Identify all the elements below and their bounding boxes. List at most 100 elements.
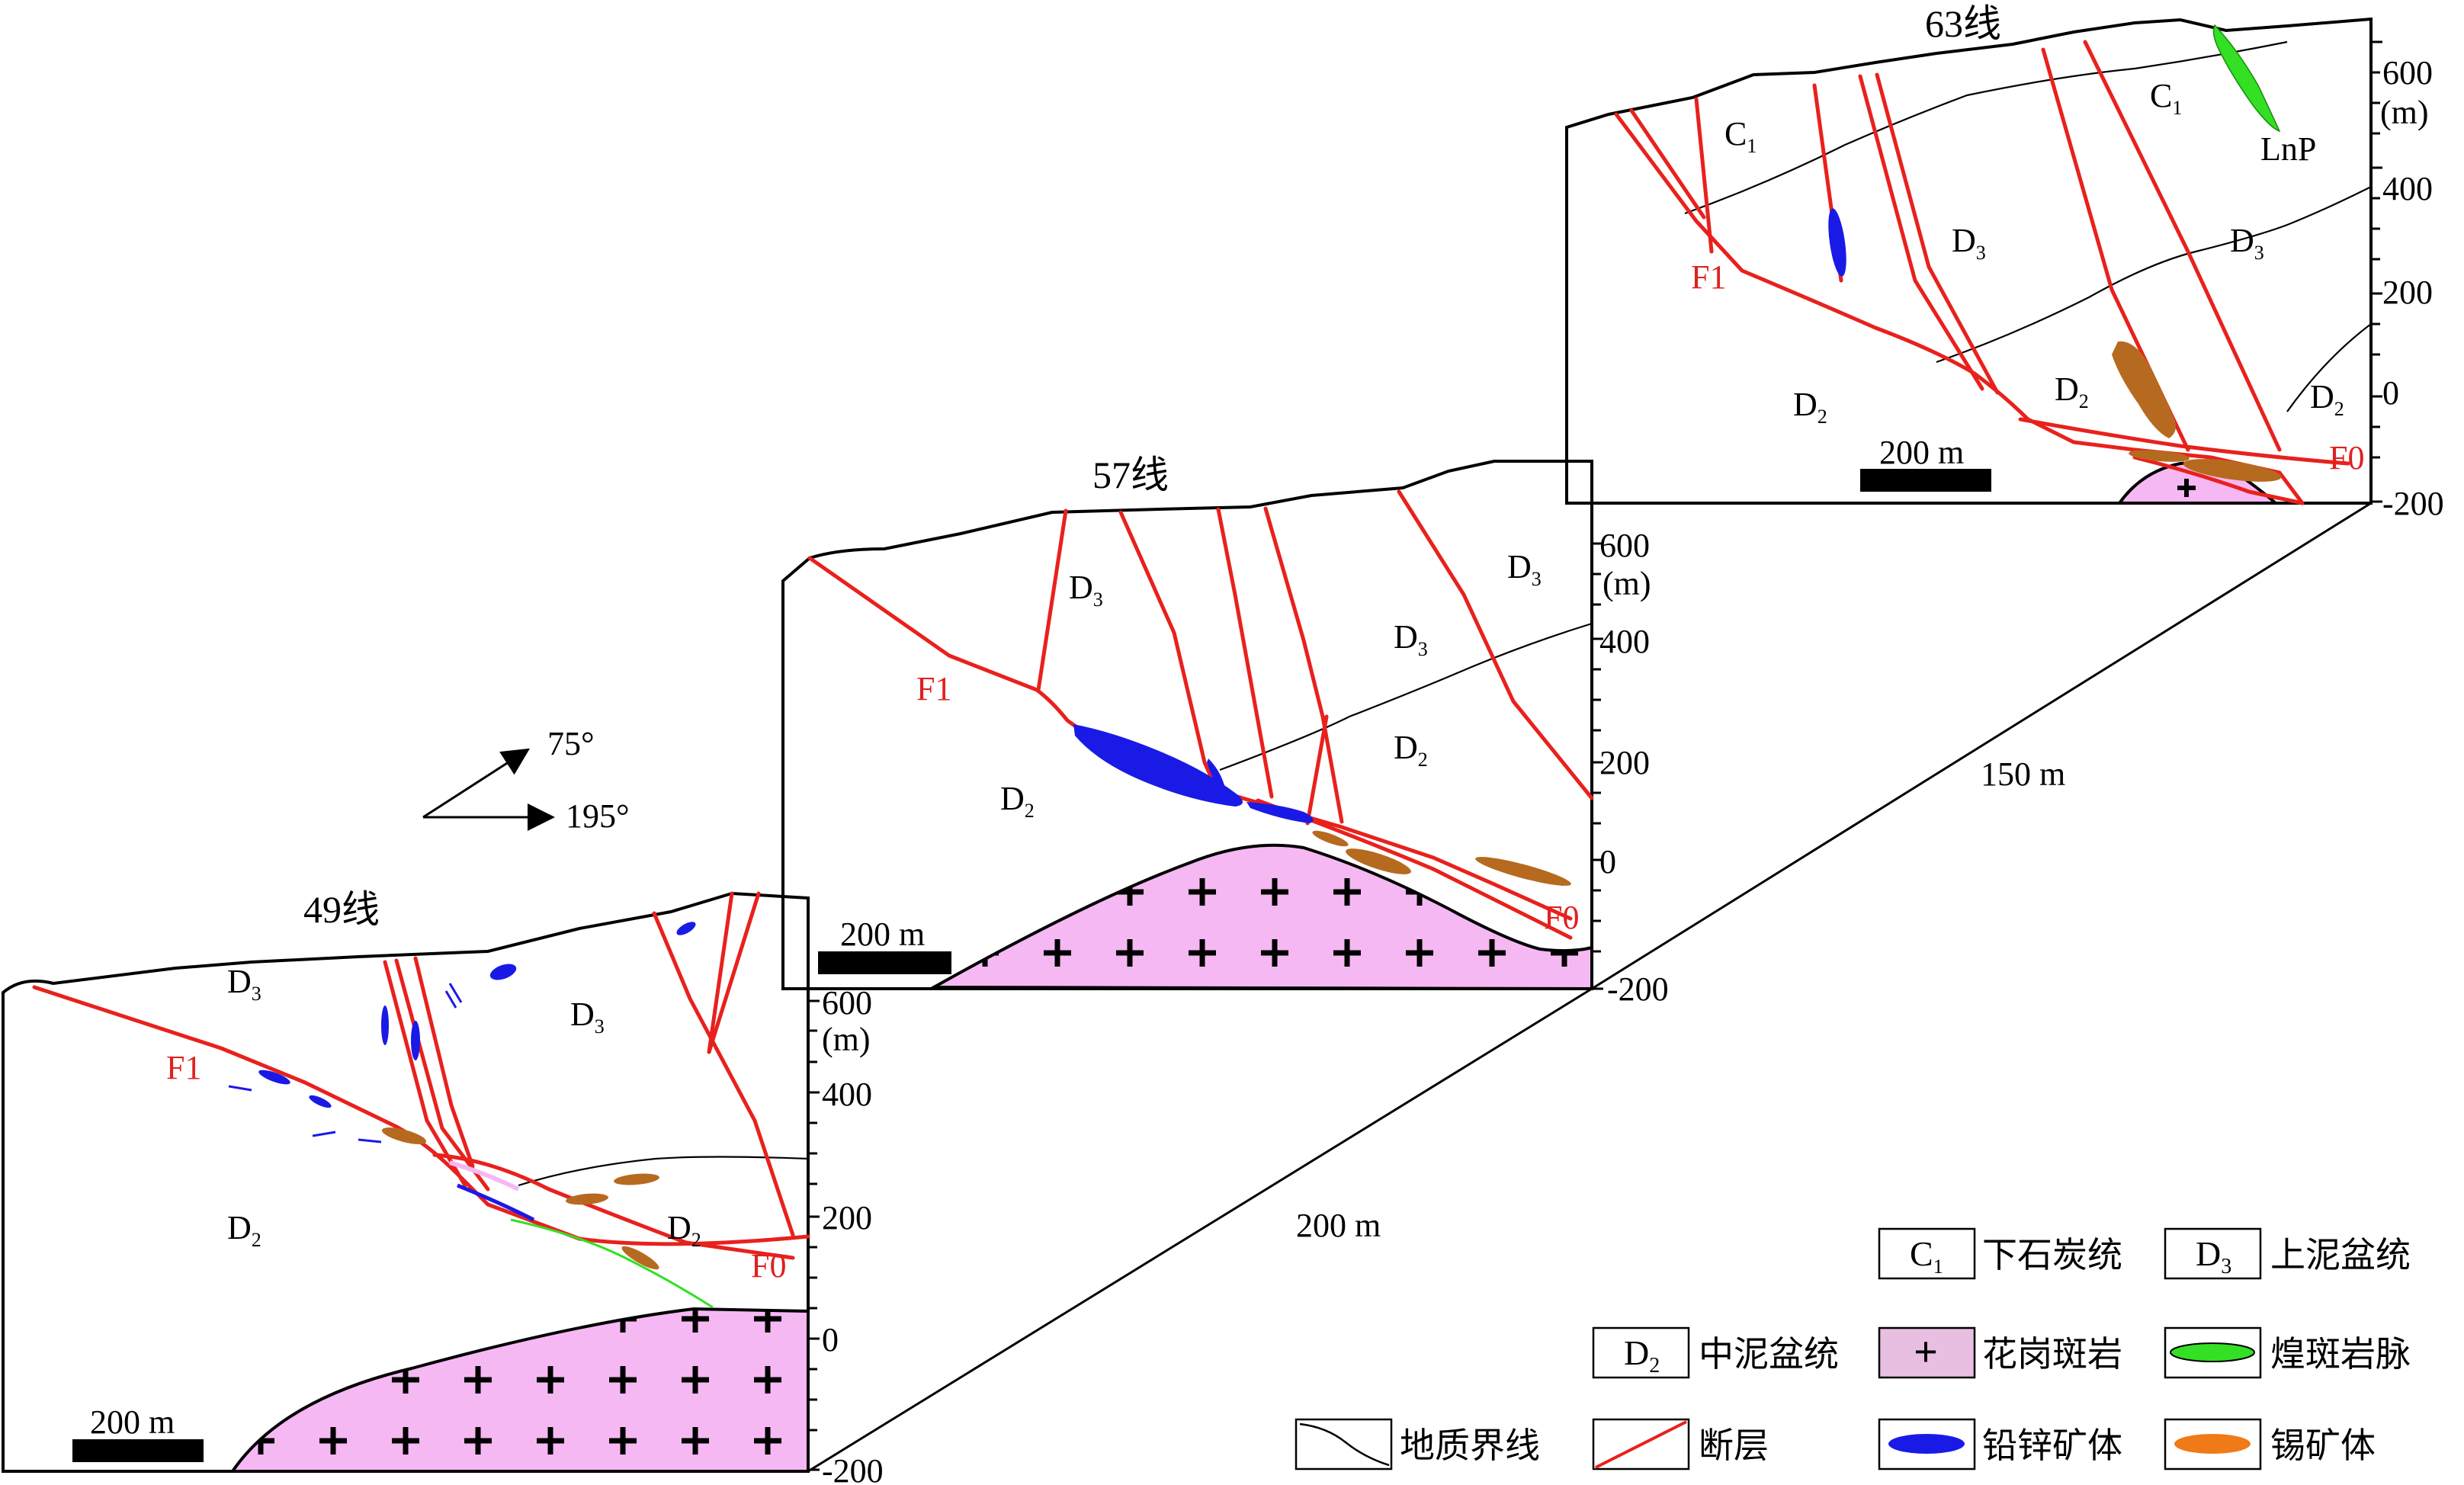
unit-label-49-d3b: D3 xyxy=(570,996,605,1038)
azimuth-75-label: 75° xyxy=(547,725,595,762)
unit-label-57-d3a: D3 xyxy=(1069,569,1103,611)
legend-label-granite: 花岗斑岩 xyxy=(1982,1333,2122,1374)
fault-label-49-f1: F1 xyxy=(166,1049,201,1086)
unit-label-57-d2b: D2 xyxy=(1000,780,1035,822)
lamprophyre-dike-63 xyxy=(2212,24,2281,133)
pbzn-ore-63a xyxy=(1828,208,1846,277)
unit-label-57-d2a: D2 xyxy=(1394,729,1428,771)
legend-label-geo-line: 地质界线 xyxy=(1400,1425,1540,1466)
legend-swatch-c1 xyxy=(1878,1227,1976,1280)
legend-symbol-d3: D3 xyxy=(2196,1234,2231,1278)
axis-label-63-unit: (m) xyxy=(2380,94,2429,131)
dike-label-lnp: LnP xyxy=(2260,130,2316,168)
axis-label-49-neg200: -200 xyxy=(822,1452,884,1485)
spacing-label-200: 200 m xyxy=(1296,1207,1381,1244)
fault-63-a xyxy=(1629,108,1706,220)
sn-ore-49d xyxy=(621,1246,659,1270)
fault-49-c xyxy=(413,956,475,1169)
pbzn-ore-49d xyxy=(411,1021,420,1060)
axis-label-57-400: 400 xyxy=(1599,623,1650,660)
fault-63-d xyxy=(1858,74,1984,391)
geo-boundary-63a xyxy=(1684,40,2288,215)
legend-pbzn-icon xyxy=(1888,1434,1965,1454)
fault-f1-63 xyxy=(1614,112,2305,505)
axis-label-57-neg200: -200 xyxy=(1607,970,1669,1008)
legend-label-dike: 煌斑岩脉 xyxy=(2270,1333,2411,1374)
axis-label-63-0: 0 xyxy=(2382,374,2399,412)
unit-label-63-d2b: D2 xyxy=(2055,370,2089,412)
fault-label-63-f0: F0 xyxy=(2329,439,2364,476)
sn-ore-49a xyxy=(381,1127,427,1144)
legend-label-d3: 上泥盆统 xyxy=(2270,1234,2411,1275)
legend-label-c1: 下石炭统 xyxy=(1982,1234,2122,1275)
perspective-lines xyxy=(807,502,2372,1473)
axis-label-57-0: 0 xyxy=(1599,843,1616,880)
scale-bar-label-57: 200 m xyxy=(840,916,925,953)
legend-sn-icon xyxy=(2174,1434,2251,1454)
unit-label-57-d3b: D3 xyxy=(1507,548,1542,590)
pbzn-ore-49g xyxy=(309,1095,332,1108)
fault-63-e xyxy=(1875,72,2000,395)
unit-label-63-d2c: D2 xyxy=(2310,378,2344,420)
axis-ticks-49 xyxy=(808,999,820,1471)
unit-label-63-d2a: D2 xyxy=(1793,386,1827,428)
section-frame-49 xyxy=(2,891,810,1473)
fault-f1-49 xyxy=(32,985,810,1246)
fault-63-h xyxy=(2132,455,2305,505)
legend-label-sn: 锡矿体 xyxy=(2270,1425,2376,1466)
axis-label-49-600: 600 xyxy=(822,984,872,1022)
orientation-arrows xyxy=(422,748,555,831)
axis-label-49-400: 400 xyxy=(822,1076,872,1113)
axis-label-63-600: 600 xyxy=(2382,54,2433,91)
pbzn-ore-49i xyxy=(457,1183,535,1222)
axis-label-63-neg200: -200 xyxy=(2382,485,2444,522)
granite-sliver-49 xyxy=(449,1160,520,1192)
legend-dike-icon xyxy=(2170,1342,2255,1362)
unit-label-57-d3c: D3 xyxy=(1394,618,1428,660)
axis-label-49-0: 0 xyxy=(822,1321,839,1358)
geo-boundary-63b xyxy=(1936,186,2372,364)
pbzn-ore-57c xyxy=(1246,802,1314,823)
fault-label-49-f0: F0 xyxy=(751,1247,786,1285)
unit-label-63-c1b: C1 xyxy=(2150,77,2182,119)
fault-49-d xyxy=(652,911,795,1237)
sn-ore-57b xyxy=(1475,857,1571,886)
sn-ore-49c xyxy=(566,1193,608,1205)
pbzn-ore-49c xyxy=(381,1006,389,1045)
axis-label-63-200: 200 xyxy=(2382,274,2433,311)
fault-49-f xyxy=(707,891,761,1054)
fault-f0-63 xyxy=(2018,417,2350,466)
axis-label-57-200: 200 xyxy=(1599,744,1650,781)
unit-label-63-d3a: D3 xyxy=(1952,222,1986,264)
legend-geo-line-icon xyxy=(1299,1422,1390,1467)
sn-ore-63b xyxy=(2183,459,2282,482)
fault-57-e xyxy=(1397,489,1594,800)
axis-ticks-63 xyxy=(2371,40,2382,503)
pbzn-ore-49a xyxy=(489,964,517,980)
section-title-57: 57线 xyxy=(1092,454,1169,496)
section-63 xyxy=(1565,17,2382,505)
spacing-label-150: 150 m xyxy=(1981,755,2065,793)
legend-symbol-d2: D2 xyxy=(1624,1333,1660,1378)
legend xyxy=(1295,1227,2262,1471)
legend-swatch-granite xyxy=(1878,1326,1976,1379)
section-title-49: 49线 xyxy=(303,888,380,931)
pbzn-ore-49b xyxy=(676,922,696,935)
scale-bar-label-49: 200 m xyxy=(90,1403,175,1441)
scale-bar-49 xyxy=(72,1439,204,1462)
section-49 xyxy=(2,891,820,1473)
legend-swatch-d2 xyxy=(1592,1326,1690,1379)
sn-ore-63a xyxy=(2112,341,2176,438)
section-title-63: 63线 xyxy=(1925,2,2001,45)
sn-ore-49b xyxy=(614,1173,659,1185)
unit-label-49-d2b: D2 xyxy=(667,1209,701,1251)
scale-bar-63 xyxy=(1860,469,1991,492)
unit-label-49-d3a: D3 xyxy=(227,963,261,1005)
axis-label-49-200: 200 xyxy=(822,1199,872,1236)
scale-bar-57 xyxy=(818,951,951,974)
pbzn-ore-57a xyxy=(1073,724,1243,807)
fault-label-57-f1: F1 xyxy=(916,670,951,707)
fault-57-d xyxy=(1263,506,1344,824)
axis-label-49-unit: (m) xyxy=(822,1021,871,1058)
